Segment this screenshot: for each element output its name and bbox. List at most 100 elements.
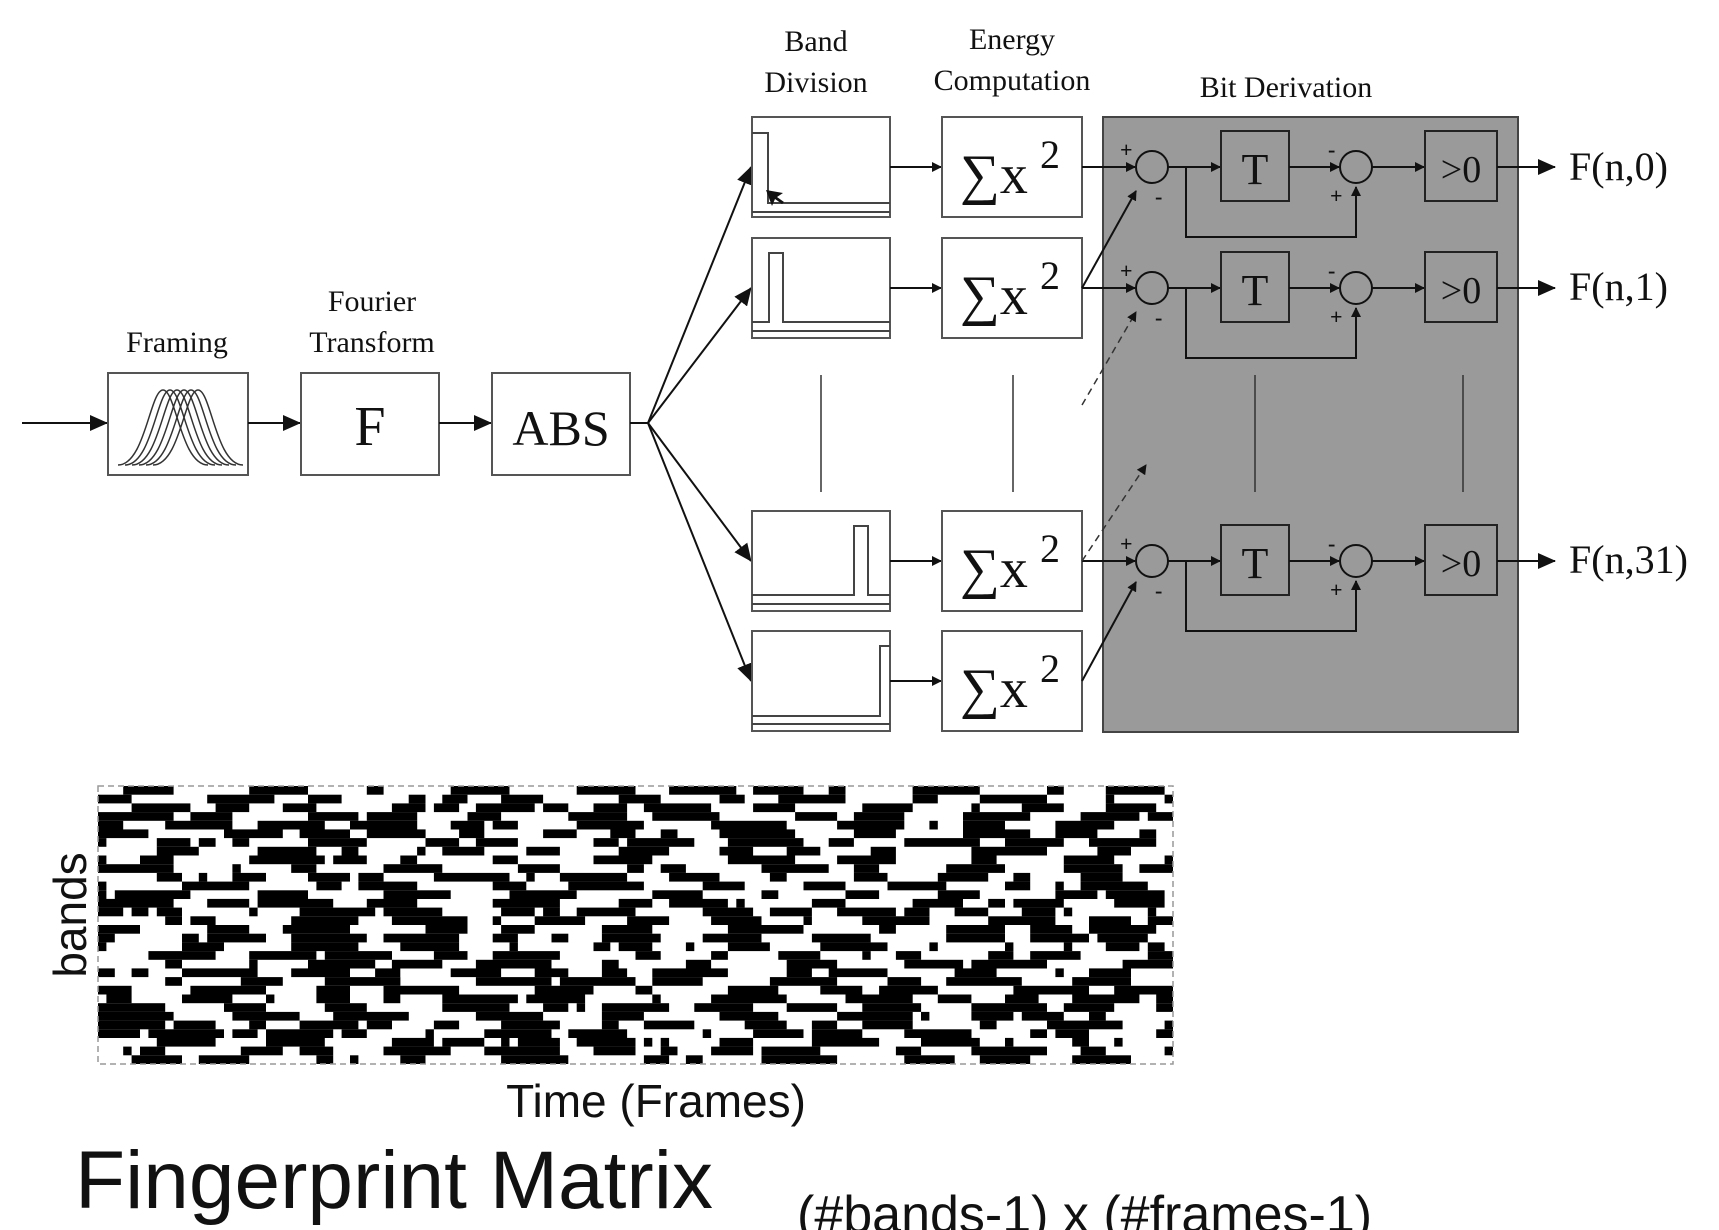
matrix-bit-run	[316, 881, 342, 891]
matrix-bit-run	[786, 1003, 838, 1012]
matrix-bit-run	[492, 933, 518, 943]
matrix-bit-run	[568, 1029, 628, 1038]
matrix-bit-run	[341, 846, 359, 856]
matrix-bit-run	[1139, 829, 1157, 839]
energy-header-line1: Energy	[969, 23, 1055, 56]
matrix-bit-run	[433, 803, 460, 813]
matrix-x-axis-label: Time (Frames)	[506, 1075, 806, 1127]
matrix-bit-run	[492, 855, 518, 865]
matrix-bit-run	[257, 898, 334, 908]
matrix-bit-run	[366, 1020, 392, 1030]
matrix-bit-run	[165, 977, 182, 986]
matrix-bit-run	[366, 829, 426, 839]
matrix-bit-run	[383, 907, 443, 917]
matrix-bit-run	[308, 959, 376, 969]
matrix-bit-run	[417, 846, 426, 856]
matrix-bit-run	[1005, 838, 1064, 847]
matrix-bit-run	[98, 1020, 166, 1030]
matrix-bit-run	[593, 838, 619, 847]
fourier-header-line2: Transform	[309, 326, 435, 359]
matrix-bit-run	[904, 838, 980, 847]
matrix-bit-run	[988, 916, 1056, 925]
matrix-bit-run	[98, 829, 149, 839]
matrix-bit-run	[358, 872, 384, 882]
svg-text:+: +	[1330, 304, 1343, 329]
matrix-bit-run	[853, 829, 896, 839]
matrix-bit-run	[98, 933, 115, 943]
matrix-bit-run	[568, 881, 644, 891]
matrix-bit-run	[786, 846, 821, 856]
matrix-bit-run	[937, 994, 972, 1004]
matrix-bit-run	[887, 977, 922, 986]
matrix-bit-run	[425, 1029, 434, 1038]
matrix-bit-run	[400, 855, 418, 865]
matrix-bit-run	[719, 846, 754, 856]
matrix-bit-run	[156, 872, 182, 882]
matrix-bit-run	[98, 925, 140, 934]
svg-text:>0: >0	[1441, 543, 1481, 585]
matrix-bit-run	[123, 1046, 132, 1056]
band-filter-30	[751, 510, 891, 612]
matrix-bit-run	[140, 855, 174, 865]
matrix-bit-run	[837, 1011, 913, 1021]
svg-text:2: 2	[1040, 646, 1060, 691]
matrix-bit-run	[811, 933, 871, 943]
matrix-bit-run	[1089, 838, 1157, 847]
matrix-bit-run	[685, 1055, 703, 1064]
matrix-bit-run	[1072, 977, 1131, 986]
fourier-transform-block	[300, 372, 440, 476]
delay-block	[1220, 251, 1290, 323]
matrix-bit-run	[988, 951, 1014, 960]
matrix-bit-run	[501, 1020, 560, 1030]
matrix-bit-run	[308, 794, 342, 804]
svg-text:>0: >0	[1441, 270, 1481, 312]
energy-block-31: ∑x 2	[941, 630, 1083, 732]
matrix-bit-run	[98, 1003, 166, 1012]
svg-text:∑x: ∑x	[960, 538, 1028, 600]
matrix-bit-run	[694, 1003, 754, 1012]
matrix-bit-run	[879, 985, 938, 995]
matrix-bit-run	[534, 985, 594, 995]
matrix-bit-run	[282, 925, 350, 934]
matrix-bit-run	[383, 933, 460, 943]
matrix-bit-run	[459, 829, 485, 839]
svg-text:+: +	[1120, 258, 1133, 283]
matrix-bit-run	[509, 890, 577, 899]
matrix-bit-run	[937, 872, 989, 882]
matrix-bit-run	[1114, 898, 1165, 908]
energy-block-0: ∑x 2	[941, 116, 1083, 218]
matrix-bit-run	[207, 925, 250, 934]
matrix-bit-run	[98, 907, 124, 917]
matrix-bit-run	[853, 872, 888, 882]
matrix-bit-run	[1122, 959, 1173, 969]
matrix-bit-run	[601, 1020, 619, 1030]
matrix-bit-run	[1089, 925, 1157, 934]
matrix-bit-run	[442, 794, 468, 804]
matrix-bit-run	[383, 994, 401, 1004]
matrix-bit-run	[711, 1046, 754, 1056]
matrix-bit-run	[862, 916, 930, 925]
matrix-bit-run	[131, 968, 149, 978]
matrix-bit-run	[173, 1020, 216, 1030]
matrix-bit-run	[501, 1037, 510, 1047]
matrix-bit-run	[442, 1003, 510, 1012]
matrix-bit-run	[576, 1003, 586, 1012]
matrix-bit-run	[165, 820, 233, 830]
matrix-bit-run	[1013, 872, 1031, 882]
matrix-bit-run	[1030, 951, 1081, 960]
matrix-bit-run	[660, 829, 678, 839]
matrix-bit-run	[1005, 1037, 1014, 1047]
fingerprint-matrix	[98, 786, 1173, 1064]
matrix-bit-run	[837, 907, 896, 917]
matrix-bit-run	[475, 803, 535, 813]
matrix-bit-run	[778, 951, 821, 960]
matrix-bit-run	[601, 1011, 644, 1021]
matrix-bit-run	[299, 907, 376, 917]
matrix-bit-run	[543, 803, 569, 813]
svg-text:-: -	[1155, 578, 1162, 603]
matrix-bit-run	[266, 994, 275, 1004]
difference-circle	[1339, 544, 1373, 578]
matrix-bit-run	[971, 855, 997, 865]
matrix-bit-run	[862, 1020, 913, 1030]
mouse-cursor-icon	[766, 190, 784, 206]
